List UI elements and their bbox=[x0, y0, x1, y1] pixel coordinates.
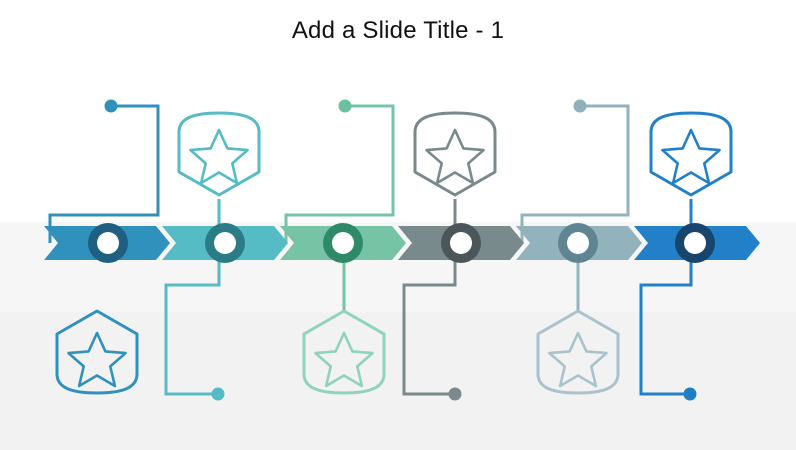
star-icon-step-4 bbox=[425, 128, 485, 185]
badge-step-3[interactable] bbox=[302, 309, 386, 395]
step-node-2[interactable] bbox=[205, 223, 245, 263]
badge-step-4[interactable] bbox=[413, 111, 497, 197]
dot-marker-step-6 bbox=[683, 387, 697, 401]
star-icon-step-2 bbox=[189, 128, 249, 185]
step-node-1[interactable] bbox=[88, 223, 128, 263]
chevron-group bbox=[44, 226, 760, 260]
step-node-5[interactable] bbox=[558, 223, 598, 263]
shield-pentagon-step-6 bbox=[649, 111, 733, 197]
dot-marker-step-2 bbox=[211, 387, 225, 401]
badge-step-6[interactable] bbox=[649, 111, 733, 197]
page-title[interactable]: Add a Slide Title - 1 bbox=[291, 17, 505, 44]
connector-step-3 bbox=[284, 99, 395, 312]
star-icon-step-6 bbox=[661, 128, 721, 185]
dot-marker-step-3 bbox=[338, 99, 352, 113]
connector-step-5 bbox=[520, 99, 630, 312]
step-node-3[interactable] bbox=[323, 223, 363, 263]
star-icon-step-5 bbox=[548, 331, 608, 388]
step-node-4[interactable] bbox=[441, 223, 481, 263]
star-icon-step-1 bbox=[67, 331, 127, 388]
connector-step-1 bbox=[48, 99, 160, 243]
dot-marker-step-1 bbox=[104, 99, 118, 113]
star-icon-step-3 bbox=[314, 331, 374, 388]
shield-pentagon-step-4 bbox=[413, 111, 497, 197]
dot-marker-step-4 bbox=[448, 387, 462, 401]
step-node-6[interactable] bbox=[675, 223, 715, 263]
dot-marker-step-5 bbox=[573, 99, 587, 113]
shield-pentagon-step-2 bbox=[177, 111, 261, 197]
badge-step-1[interactable] bbox=[55, 309, 139, 395]
badge-step-2[interactable] bbox=[177, 111, 261, 197]
node-group bbox=[88, 223, 715, 263]
badge-step-5[interactable] bbox=[536, 309, 620, 395]
